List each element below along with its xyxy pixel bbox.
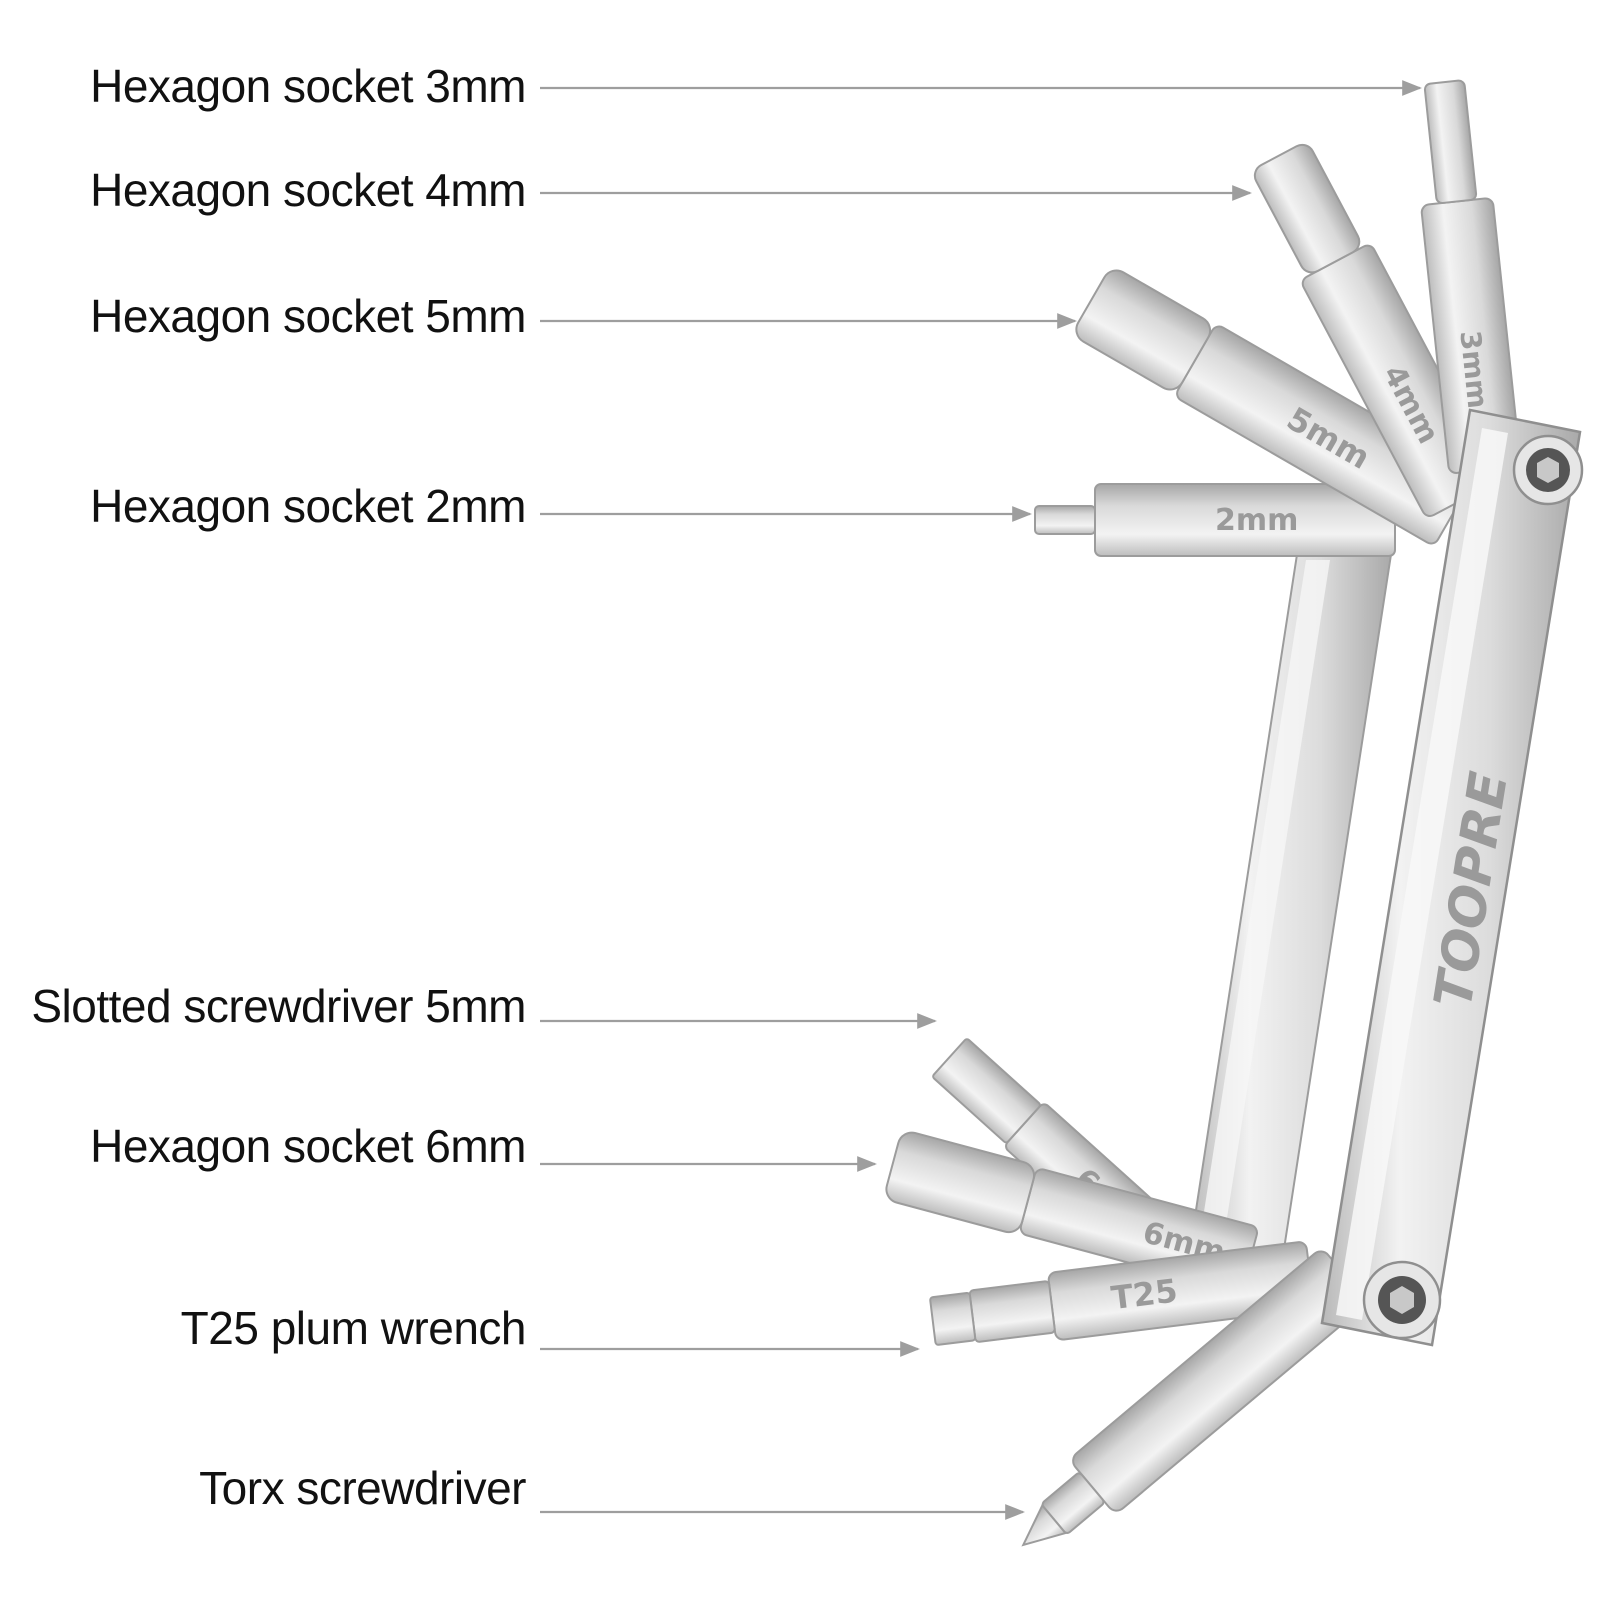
- engraving-3mm: 3mm: [1453, 329, 1494, 410]
- label-slotted-5mm: Slotted screwdriver 5mm: [31, 980, 526, 1032]
- pivot-screw-bottom: [1362, 1260, 1442, 1340]
- bit-5mm: 5mm: [1075, 269, 1475, 545]
- leader-lines: [540, 80, 1422, 1520]
- label-torx-screwdriver: Torx screwdriver: [199, 1462, 526, 1514]
- label-hex-5mm: Hexagon socket 5mm: [90, 290, 526, 342]
- engraving-2mm: 2mm: [1215, 503, 1298, 538]
- label-hex-4mm: Hexagon socket 4mm: [90, 164, 526, 216]
- bit-2mm: 2mm: [1034, 483, 1396, 557]
- label-t25-plum-wrench: T25 plum wrench: [180, 1302, 527, 1354]
- engraving-t25: T25: [1109, 1271, 1179, 1317]
- label-hex-2mm: Hexagon socket 2mm: [90, 480, 526, 532]
- pivot-screw-top: [1512, 434, 1584, 506]
- label-hex-3mm: Hexagon socket 3mm: [90, 60, 526, 112]
- label-hex-6mm: Hexagon socket 6mm: [90, 1120, 526, 1172]
- bit-3mm: 3mm: [1420, 79, 1522, 474]
